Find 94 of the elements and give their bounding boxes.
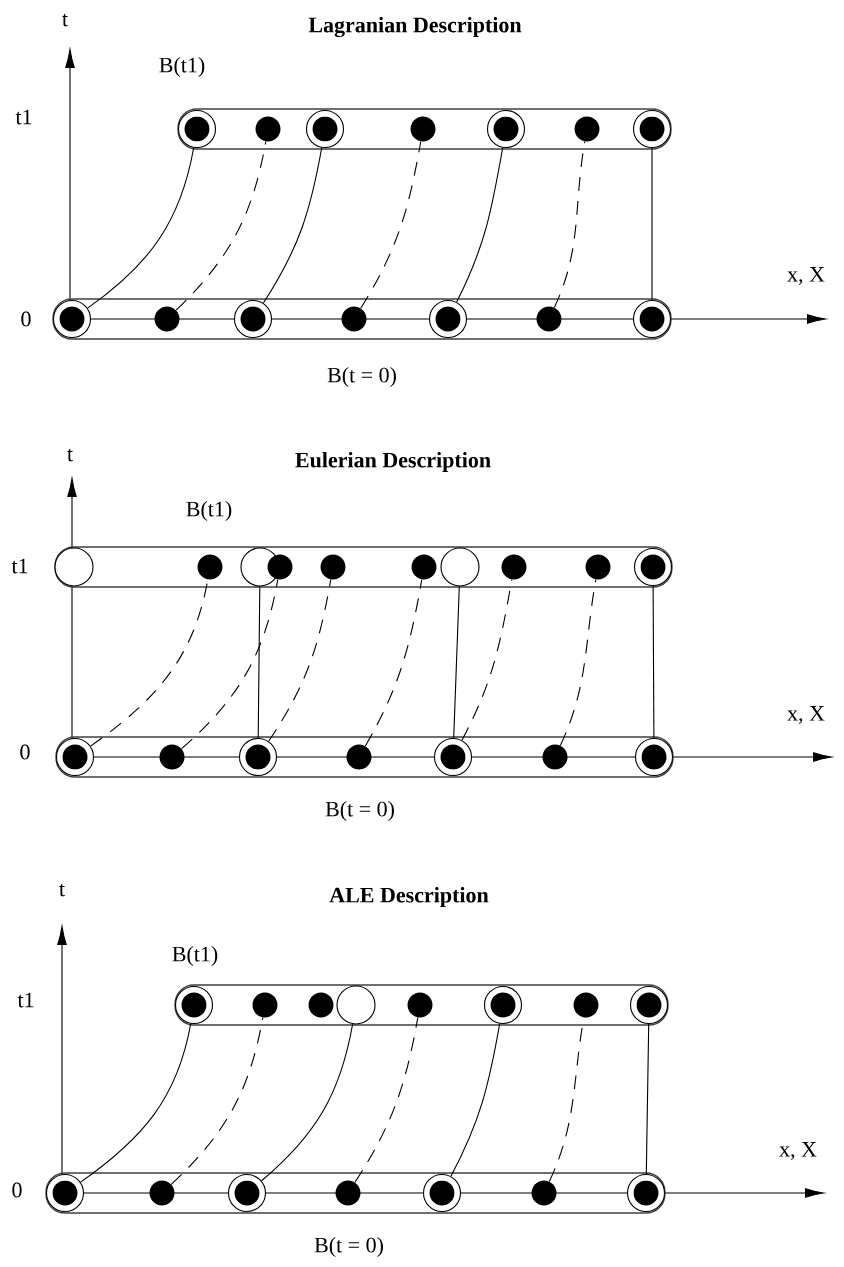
- mesh-node: [486, 109, 526, 149]
- node-label: B(t = 0): [327, 367, 396, 387]
- axis-label: x, X: [787, 267, 825, 285]
- mesh-node: [233, 299, 273, 339]
- node-label: B(t = 0): [325, 801, 394, 821]
- material-point: [346, 744, 372, 770]
- mesh-node: [632, 109, 672, 149]
- band: B(t = 0): [45, 1172, 666, 1257]
- material-point: [585, 554, 611, 580]
- trajectory-line: [652, 585, 655, 739]
- mesh-node: [174, 985, 214, 1025]
- trajectory-line: [461, 578, 513, 741]
- tick-label: t1: [17, 992, 34, 1008]
- tick-label: t1: [15, 109, 32, 125]
- trajectory-line: [175, 140, 267, 311]
- tick-label: t1: [11, 558, 28, 574]
- empty-circle: [336, 985, 376, 1025]
- material-point: [252, 992, 278, 1018]
- material-point: [536, 306, 562, 332]
- material-point: [531, 1180, 557, 1206]
- trajectory-line: [548, 1016, 585, 1183]
- trajectory-line: [453, 586, 460, 739]
- material-point: [335, 1180, 361, 1206]
- node-label: B(t1): [186, 501, 232, 521]
- axis-label: x, X: [787, 706, 825, 724]
- mesh-node: [428, 299, 468, 339]
- trajectory-line: [651, 147, 653, 301]
- material-point: [542, 744, 568, 770]
- band: B(t1): [159, 57, 672, 150]
- material-point: [267, 554, 293, 580]
- panel-title: Eulerian Description: [295, 452, 491, 472]
- axis-label: t: [62, 13, 68, 27]
- empty-circle: [54, 547, 94, 587]
- trajectory-line: [553, 140, 586, 309]
- material-point: [573, 992, 599, 1018]
- band: B(t = 0): [55, 736, 674, 821]
- trajectory-line: [645, 1023, 650, 1175]
- axis-label: t: [67, 448, 73, 462]
- trajectory-line: [450, 1023, 501, 1177]
- trajectory-line: [559, 578, 597, 747]
- node-label: B(t = 0): [314, 1237, 383, 1257]
- trajectory-line: [456, 147, 504, 303]
- mesh-node: [52, 299, 92, 339]
- trajectory-line: [170, 1016, 264, 1185]
- mesh-node: [629, 985, 669, 1025]
- mesh-node: [483, 985, 523, 1025]
- node-label: B(t1): [172, 946, 218, 966]
- tick-label: 0: [20, 744, 30, 760]
- mesh-node: [305, 109, 345, 149]
- trajectory-line: [261, 1023, 354, 1182]
- empty-circle: [440, 547, 480, 587]
- trajectory-line: [257, 586, 261, 739]
- material-point: [197, 554, 223, 580]
- material-point: [154, 306, 180, 332]
- trajectory-line: [354, 1016, 419, 1183]
- material-point: [159, 744, 185, 770]
- material-point: [407, 992, 433, 1018]
- trajectory-line: [181, 578, 279, 750]
- mesh-node: [177, 109, 217, 149]
- trajectory-line: [360, 140, 422, 309]
- material-point: [255, 116, 281, 142]
- mesh-node: [626, 1173, 666, 1213]
- mesh-node: [632, 299, 672, 339]
- tick-label: 0: [12, 1182, 22, 1198]
- band: B(t = 0): [52, 298, 672, 387]
- mesh-node: [633, 547, 673, 587]
- material-point: [320, 554, 346, 580]
- axis-label: t: [59, 883, 65, 897]
- material-point: [308, 992, 334, 1018]
- band: B(t1): [172, 946, 669, 1026]
- material-point: [411, 554, 437, 580]
- material-point: [149, 1180, 175, 1206]
- trajectory-line: [87, 147, 195, 309]
- mesh-node: [227, 1173, 267, 1213]
- axis-label: x, X: [779, 1142, 817, 1160]
- trajectory-line: [268, 578, 332, 742]
- trajectory-line: [364, 578, 423, 747]
- material-point: [501, 554, 527, 580]
- material-point: [574, 116, 600, 142]
- panel-title: ALE Description: [329, 887, 489, 907]
- tick-label: 0: [21, 311, 31, 327]
- mesh-node: [433, 737, 473, 777]
- mesh-node: [238, 737, 278, 777]
- trajectory-line: [262, 147, 323, 304]
- trajectory-line: [80, 1023, 192, 1183]
- band: B(t1): [54, 501, 673, 588]
- mesh-node: [634, 737, 674, 777]
- node-label: B(t1): [159, 57, 205, 77]
- material-point: [341, 306, 367, 332]
- material-point: [410, 116, 436, 142]
- mesh-node: [55, 737, 95, 777]
- mesh-node: [45, 1173, 85, 1213]
- mesh-node: [422, 1173, 462, 1213]
- panel-title: Lagranian Description: [308, 16, 522, 38]
